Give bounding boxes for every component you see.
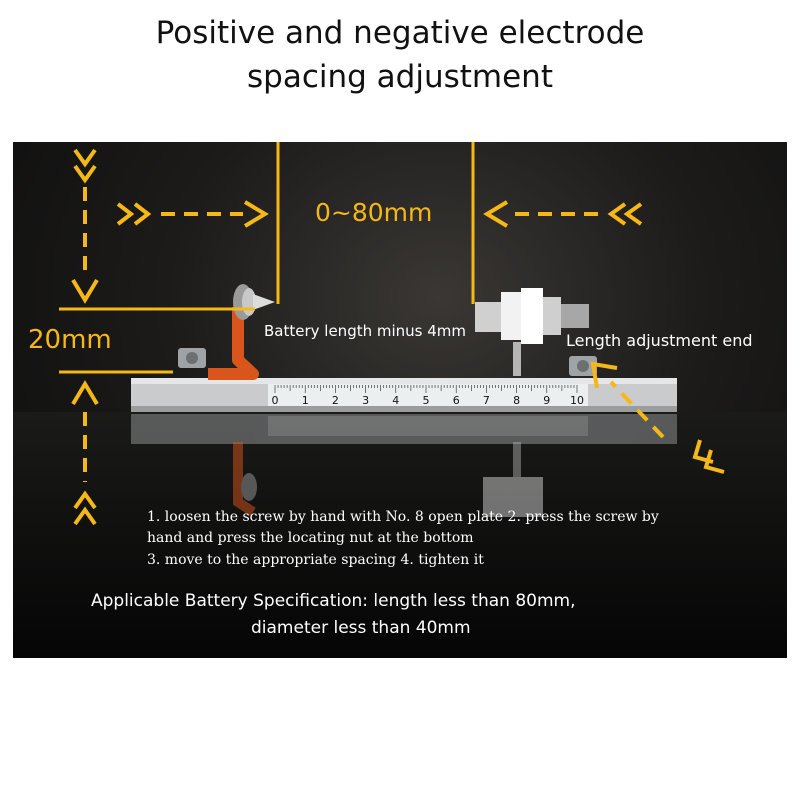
product-photo: 0 1 2 3 4 5 6 7 8 9 10 <box>13 142 787 658</box>
spec-line-1: Applicable Battery Specification: length… <box>91 591 576 611</box>
right-electrode <box>475 288 597 376</box>
title-line-2: spacing adjustment <box>247 59 553 95</box>
ruler-number: 3 <box>362 394 369 407</box>
ruler-number: 6 <box>453 394 460 407</box>
rail-reflection <box>131 414 677 444</box>
table-reflection <box>13 412 787 658</box>
left-electrode <box>178 284 275 380</box>
title-line-1: Positive and negative electrode <box>155 15 645 51</box>
ruler-number: 9 <box>543 394 550 407</box>
photo-illustration: 0 1 2 3 4 5 6 7 8 9 10 <box>59 142 725 526</box>
height-label: 20mm <box>28 325 112 355</box>
ruler-number: 0 <box>272 394 279 407</box>
spacing-range-label: 0~80mm <box>315 198 433 227</box>
ruler-number: 10 <box>570 394 584 407</box>
ruler-scale: 0 1 2 3 4 5 6 7 8 9 10 <box>268 384 588 407</box>
spec-line-2: diameter less than 40mm <box>251 618 471 638</box>
instruction-line-1: 1. loosen the screw by hand with No. 8 o… <box>147 509 659 525</box>
ruler-number: 8 <box>513 394 520 407</box>
battery-length-label: Battery length minus 4mm <box>264 322 467 340</box>
dimension-lines <box>59 142 725 526</box>
ruler-number: 5 <box>423 394 430 407</box>
ruler-number: 1 <box>302 394 309 407</box>
instruction-line-3: 3. move to the appropriate spacing 4. ti… <box>147 552 484 568</box>
ruler-number: 2 <box>332 394 339 407</box>
adjustment-end-label: Length adjustment end <box>566 331 753 350</box>
ruler-number: 7 <box>483 394 490 407</box>
instruction-line-2: hand and press the locating nut at the b… <box>147 530 474 546</box>
ruler-number: 4 <box>392 394 399 407</box>
